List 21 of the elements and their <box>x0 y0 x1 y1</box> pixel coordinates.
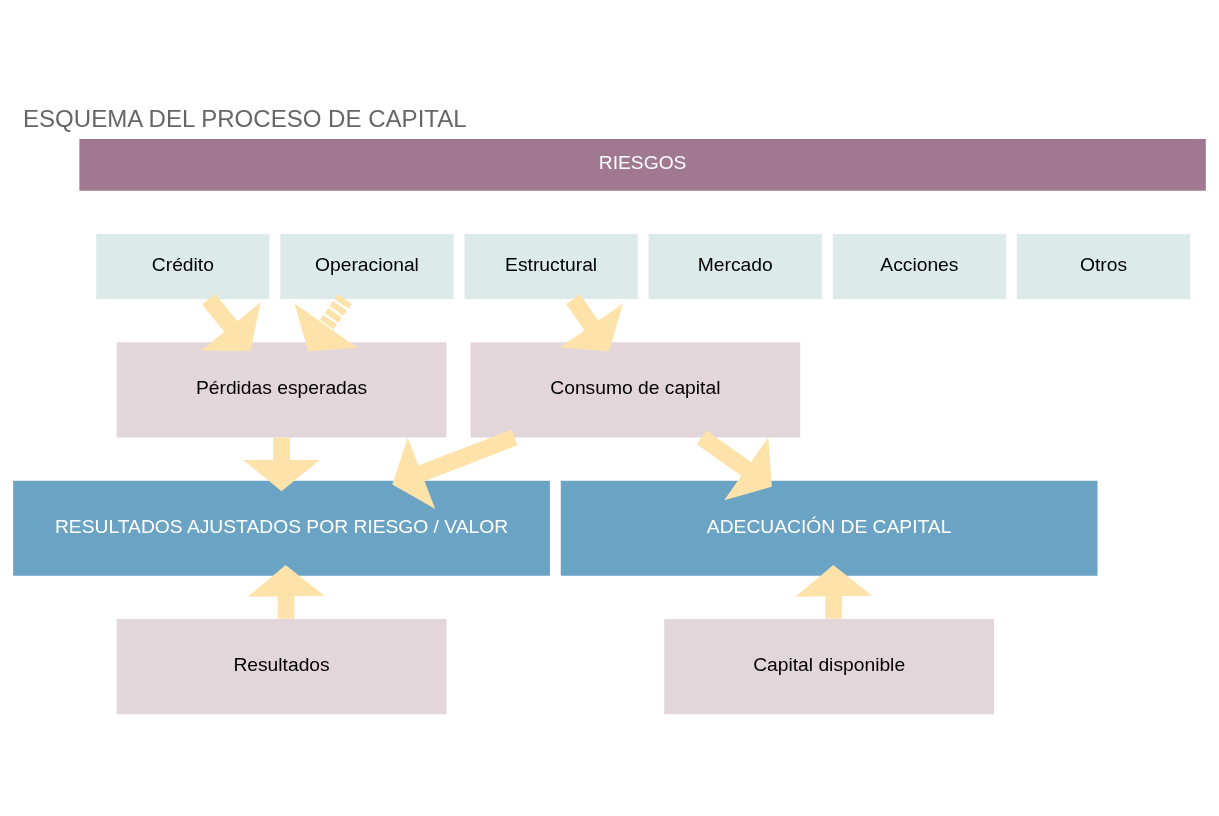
node-box: Consumo de capital <box>470 341 801 437</box>
arrow <box>243 436 320 491</box>
arrow <box>392 429 518 509</box>
arrow <box>559 293 623 351</box>
node-box: Pérdidas esperadas <box>116 341 447 437</box>
node-box: Crédito <box>96 233 270 299</box>
arrow <box>247 564 325 619</box>
node-box: Acciones <box>832 233 1007 299</box>
node-box: RIESGOS <box>79 138 1206 191</box>
node-box: Otros <box>1016 233 1191 299</box>
node-box: Operacional <box>280 233 454 299</box>
node-box: Capital disponible <box>664 618 994 714</box>
arrow <box>795 564 873 619</box>
arrow <box>201 293 261 351</box>
node-box: ADECUACIÓN DE CAPITAL <box>560 480 1098 576</box>
node-box: Mercado <box>648 233 822 299</box>
node-box: Estructural <box>464 233 638 299</box>
arrow <box>294 293 358 351</box>
diagram-title: ESQUEMA DEL PROCESO DE CAPITAL <box>23 104 467 132</box>
node-box: Resultados <box>116 618 447 714</box>
node-box: RESULTADOS AJUSTADOS POR RIESGO / VALOR <box>13 480 550 576</box>
